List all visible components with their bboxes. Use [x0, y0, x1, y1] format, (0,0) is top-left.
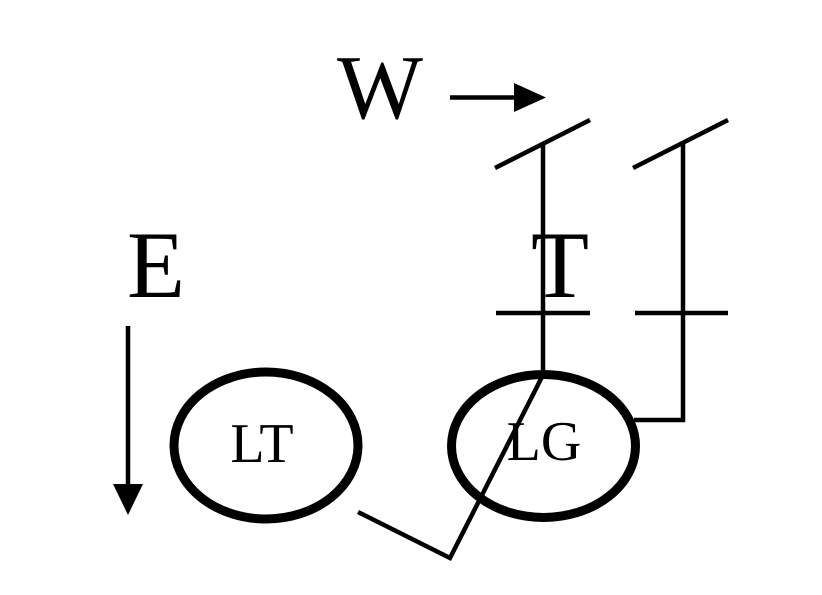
lg-ellipse: [447, 370, 640, 522]
label-group: W E T LT LG: [127, 37, 589, 475]
lt-ellipse: [169, 367, 363, 524]
right-switch-wire: [634, 142, 686, 423]
label-t: T: [531, 212, 589, 318]
label-lg: LG: [507, 411, 582, 473]
wire-group: [125, 95, 730, 562]
zigzag-connector: [356, 369, 548, 562]
right-switch-blade: [631, 117, 730, 171]
ellipse-group: [169, 367, 640, 524]
label-east: E: [127, 212, 185, 318]
label-west: W: [337, 37, 423, 138]
arrowhead-group: [113, 83, 546, 515]
west-arrowhead-icon: [514, 83, 546, 112]
label-lt: LT: [230, 413, 293, 475]
east-arrowhead-icon: [113, 484, 143, 515]
